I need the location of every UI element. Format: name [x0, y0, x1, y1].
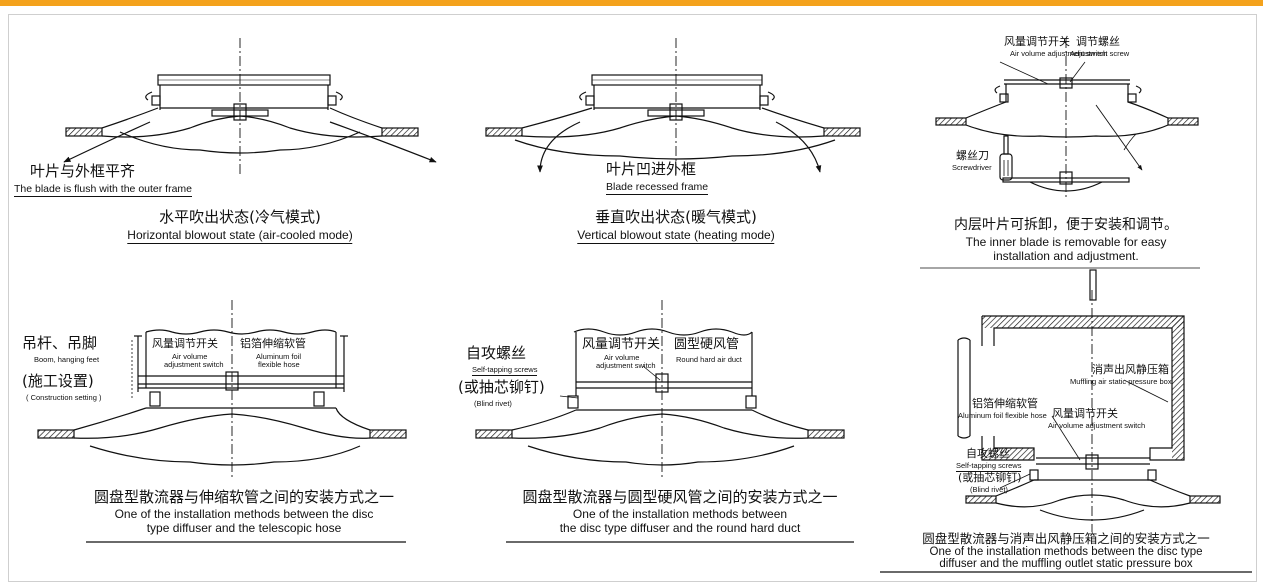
- p3-switch-zh: 风量调节开关: [1004, 35, 1070, 48]
- diffuser-horizontal-drawing: [63, 38, 437, 175]
- p4-caption-zh: 圆盘型散流器与伸缩软管之间的安装方式之一: [93, 488, 395, 506]
- p5-switch-en-2: adjustment switch: [596, 361, 656, 370]
- p2-caption-zh: 垂直吹出状态(暖气模式): [595, 208, 757, 226]
- p3-tool-en: Screwdriver: [952, 163, 992, 172]
- p6-rivet-zh: (或抽芯铆钉): [958, 471, 1022, 484]
- p5-caption-en-2: the disc type diffuser and the round har…: [559, 521, 801, 535]
- diffuser-box-drawing: [957, 269, 1221, 532]
- p3-screw-zh: 调节螺丝: [1076, 35, 1120, 48]
- p6-caption-zh: 圆盘型散流器与消声出风静压箱之间的安装方式之一: [922, 531, 1210, 546]
- p3-caption-en-2: installation and adjustment.: [993, 249, 1139, 263]
- p1-callout-zh: 叶片与外框平齐: [30, 162, 136, 180]
- diffuser-hose-drawing: [37, 300, 407, 480]
- p5-screws-en: Self-tapping screws: [472, 365, 538, 376]
- p1-caption-en: Horizontal blowout state (air-cooled mod…: [127, 228, 353, 244]
- p5-switch-en-1: Air volume: [604, 353, 640, 362]
- p4-switch-en-2: adjustment switch: [164, 360, 224, 369]
- p4-switch-zh: 风量调节开关: [152, 337, 218, 350]
- diffuser-duct-drawing: [475, 300, 845, 480]
- p4-caption-en-1: One of the installation methods between …: [114, 507, 374, 521]
- p4-hose-en-1: Aluminum foil: [256, 352, 302, 361]
- diffuser-removable-drawing: [935, 38, 1199, 200]
- p6-caption-en-2: diffuser and the muffling outlet static …: [939, 558, 1193, 570]
- diffuser-vertical-drawing: [485, 38, 861, 175]
- p4-hose-zh: 铝箔伸缩软管: [240, 337, 306, 350]
- p4-caption-en-2: type diffuser and the telescopic hose: [146, 521, 342, 535]
- p3-caption-en-1: The inner blade is removable for easy: [965, 235, 1167, 249]
- p3-tool-zh: 螺丝刀: [956, 149, 989, 162]
- p1-caption-zh: 水平吹出状态(冷气模式): [159, 208, 321, 226]
- p6-box-zh: 消声出风静压箱: [1092, 363, 1169, 376]
- p4-hanger-en: Boom, hanging feet: [34, 355, 100, 364]
- p4-hanger-zh: 吊杆、吊脚: [22, 334, 98, 352]
- p5-caption-zh: 圆盘型散流器与圆型硬风管之间的安装方式之一: [522, 488, 838, 506]
- p2-caption-en: Vertical blowout state (heating mode): [577, 228, 775, 244]
- p2-callout-en: Blade recessed frame: [606, 181, 709, 196]
- p5-rivet-en: (Blind rivet): [474, 399, 512, 408]
- p5-duct-zh: 圆型硬风管: [674, 337, 740, 352]
- p6-rivet-en: (Blind rivet): [970, 485, 1008, 494]
- p5-caption-en-1: One of the installation methods between: [572, 507, 788, 521]
- p6-caption-en-1: One of the installation methods between …: [929, 546, 1203, 558]
- p6-hose-zh: 铝箔伸缩软管: [972, 397, 1038, 410]
- p5-screws-zh: 自攻螺丝: [466, 344, 527, 362]
- p3-caption-zh: 内层叶片可拆卸，便于安装和调节。: [954, 217, 1178, 233]
- p3-switch-en: Air volume adjustment switch: [1010, 49, 1108, 58]
- p2-callout-zh: 叶片凹进外框: [606, 160, 697, 178]
- p1-callout-en: The blade is flush with the outer frame: [14, 183, 193, 198]
- p5-rivet-zh: (或抽芯铆钉): [458, 378, 545, 396]
- p4-setting-en: ( Construction setting ): [26, 393, 102, 402]
- p4-hose-en-2: flexible hose: [258, 360, 300, 369]
- p6-switch-zh: 风量调节开关: [1052, 407, 1118, 420]
- p6-screws-en: Self-tapping screws: [956, 461, 1022, 472]
- p3-screw-en: Adjustment screw: [1070, 49, 1130, 58]
- p6-screws-zh: 自攻螺丝: [966, 447, 1010, 460]
- p6-hose-en: Aluminum foil flexible hose: [958, 411, 1047, 420]
- p6-switch-en: Air volume adjustment switch: [1048, 421, 1146, 430]
- p5-switch-zh: 风量调节开关: [582, 337, 661, 352]
- accent-bar: [0, 0, 1263, 6]
- p5-duct-en: Round hard air duct: [676, 355, 742, 364]
- p6-box-en: Muffling air static pressure box: [1070, 377, 1172, 386]
- p4-setting-zh: (施工设置): [22, 372, 94, 390]
- p4-switch-en-1: Air volume: [172, 352, 208, 361]
